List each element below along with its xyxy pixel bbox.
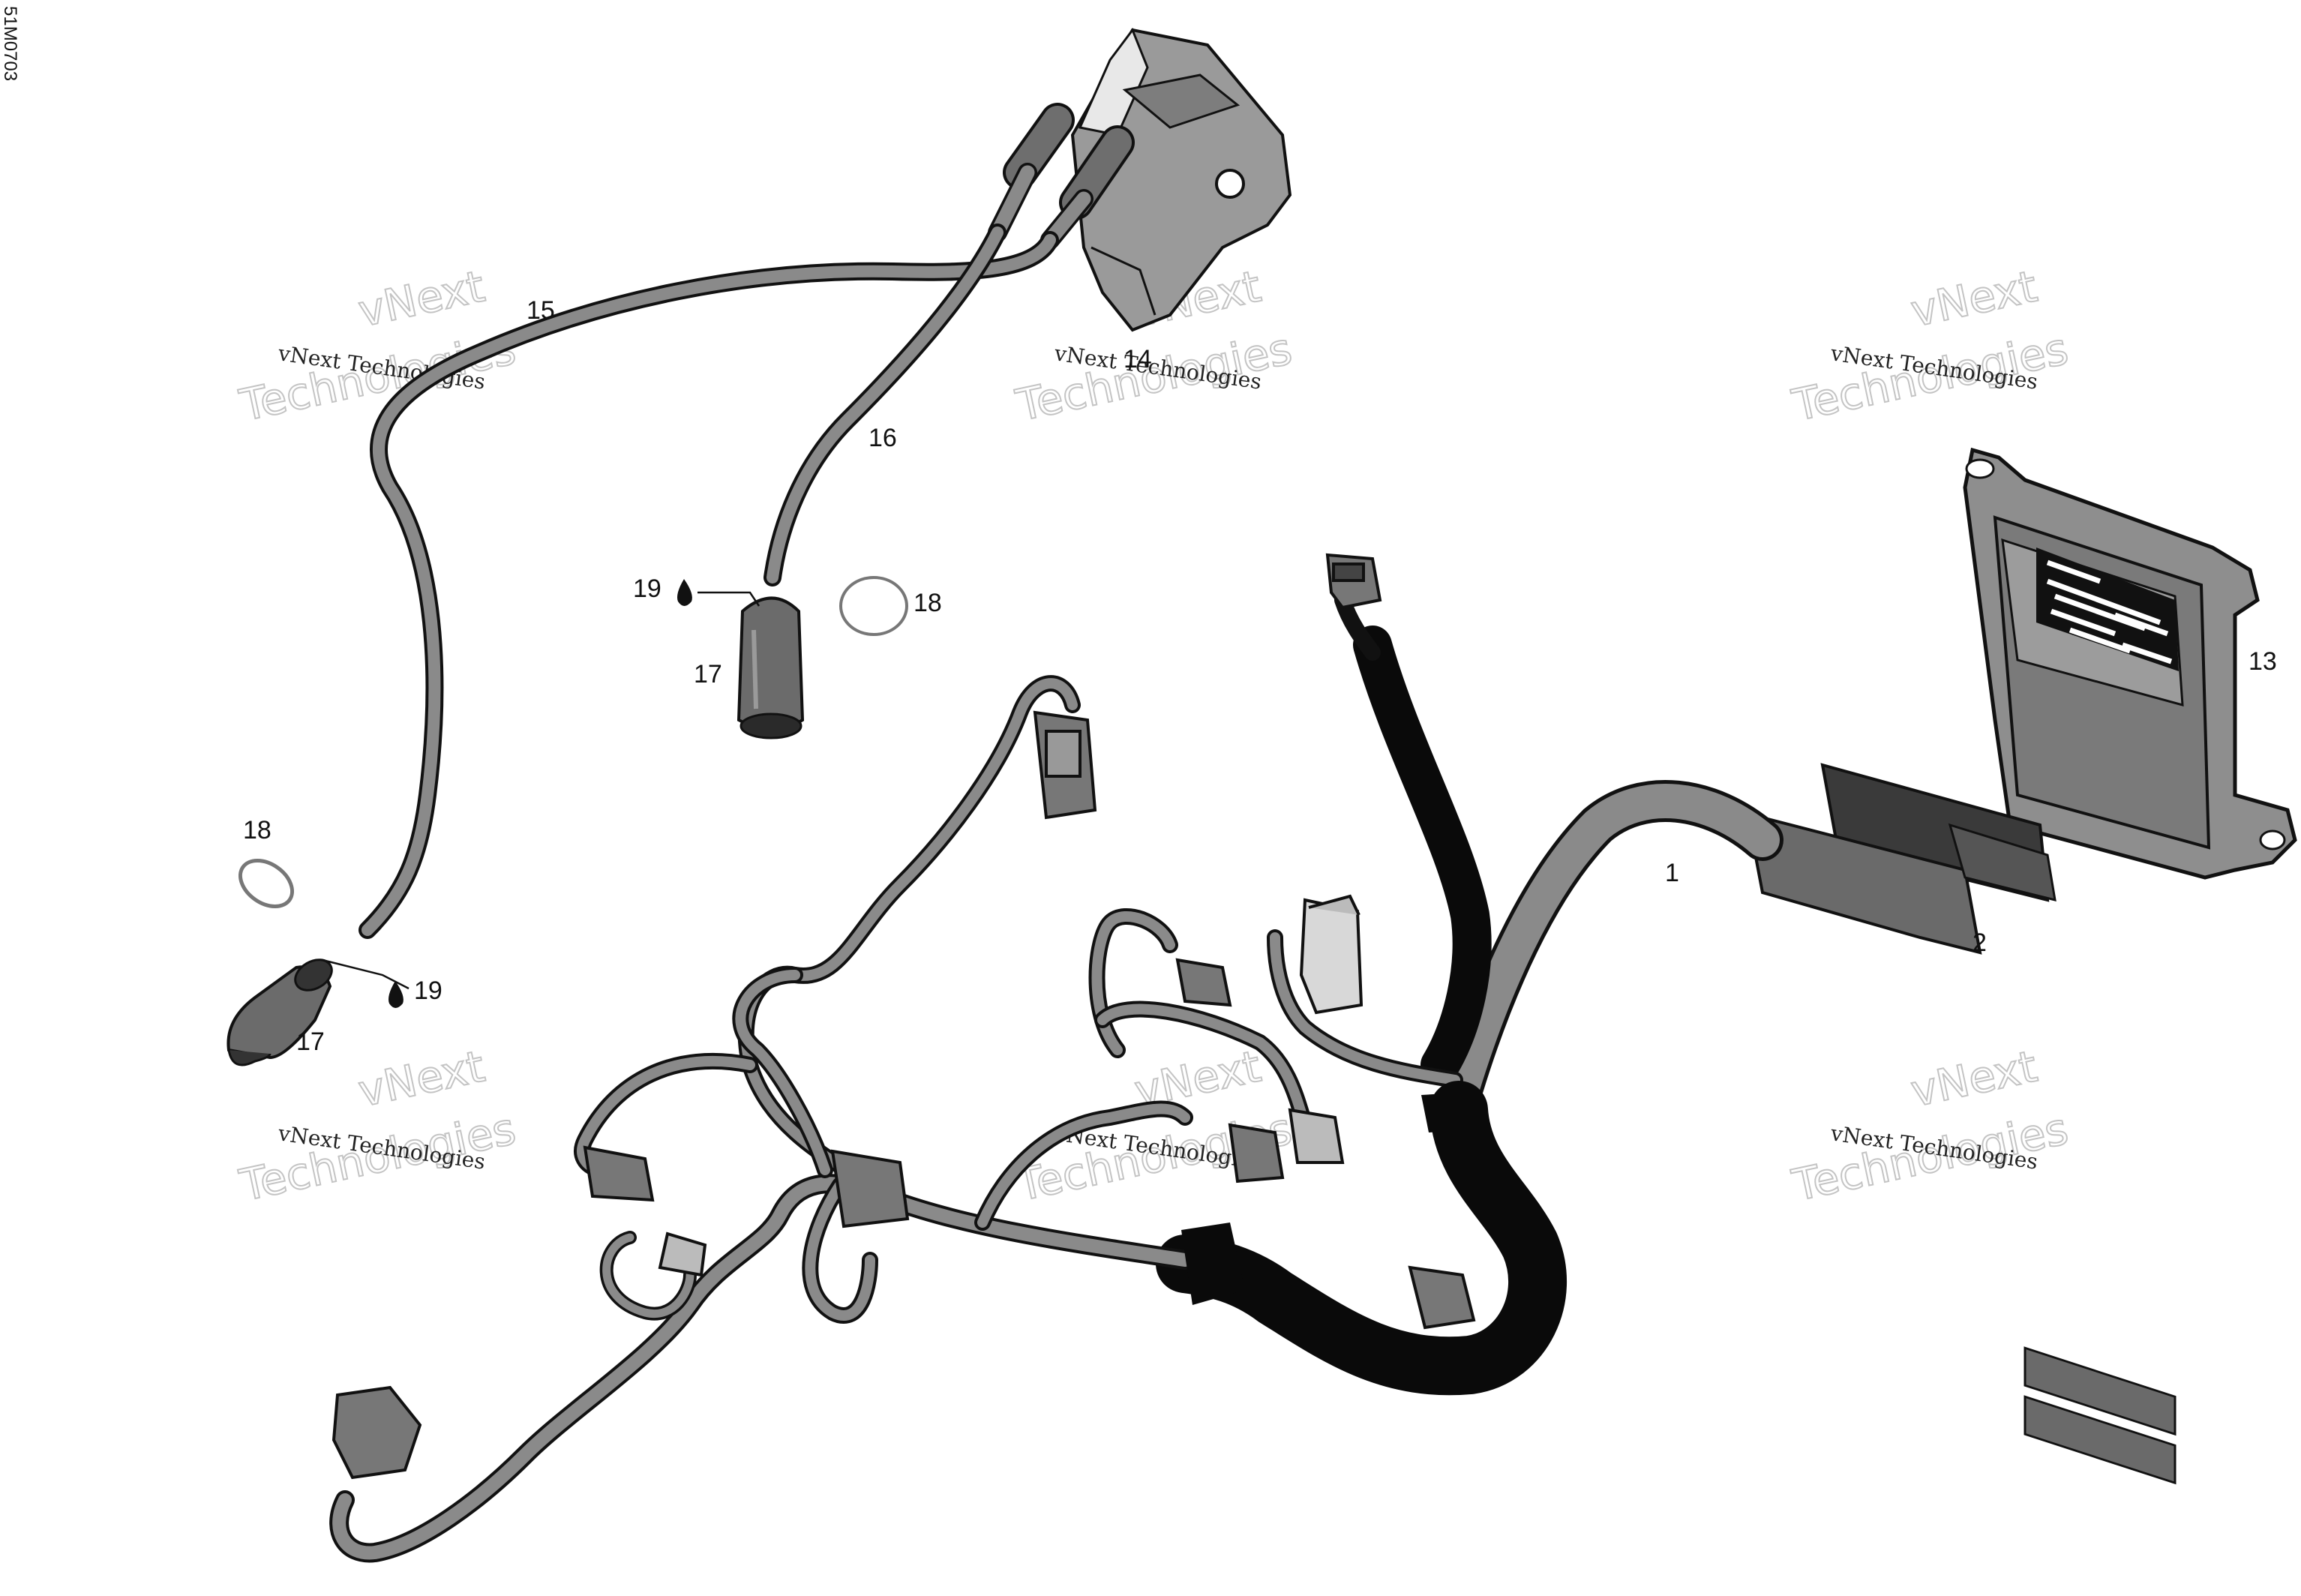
callout-16: 16 [868, 424, 897, 452]
connector-left-middle [583, 1145, 655, 1202]
connector-under-sleeve [1408, 1265, 1476, 1330]
svg-text:vNext: vNext [1906, 1040, 2042, 1117]
drawing-reference-number: 51M0703 [0, 6, 20, 81]
connector-top-black-branch [1325, 553, 1382, 610]
o-ring-upper [839, 576, 908, 636]
svg-text:vNext: vNext [354, 260, 489, 337]
grease-drop-icon-upper [677, 579, 692, 606]
callout-17-upper: 17 [694, 660, 722, 688]
high-tension-lead-16 [764, 224, 1006, 586]
callout-19-lower: 19 [414, 976, 442, 1005]
ht-lead-boots [988, 103, 1135, 250]
main-wiring-harness [329, 592, 1784, 1563]
connector-upper-gray [1033, 710, 1097, 820]
harness-connectors [332, 553, 1476, 1480]
watermark-4: vNext Technologies vNext Technologies [235, 1040, 521, 1211]
leader-lines [322, 591, 760, 990]
callout-14: 14 [1124, 345, 1152, 374]
ignition-coil [1070, 27, 1292, 332]
connector-center-pair [1175, 958, 1345, 1184]
callout-18-upper: 18 [914, 589, 942, 617]
ecm-connector [1745, 763, 2056, 955]
callout-labels: 1 2 13 14 15 16 17 17 18 18 19 19 [243, 296, 2277, 1056]
sleeve-ends [1181, 1091, 1489, 1305]
watermark-6: vNext Technologies vNext Technologies [1787, 1040, 2074, 1211]
watermark-3: vNext Technologies vNext Technologies [1787, 260, 2074, 431]
svg-text:vNext: vNext [354, 1040, 489, 1117]
callout-18-lower: 18 [243, 816, 272, 844]
spark-plug-cap-lower [226, 958, 333, 1066]
grease-drop-icon-lower [388, 981, 404, 1008]
callout-17-lower: 17 [296, 1028, 325, 1056]
connector-lower-sensor [658, 1232, 707, 1277]
watermarks: vNext Technologies vNext Technologies vN… [235, 260, 2074, 1211]
connector-white-sensor [1299, 894, 1364, 1015]
connector-bottom-left [332, 1385, 422, 1480]
callout-2: 2 [1972, 928, 1987, 957]
connector-center-junction [830, 1149, 910, 1228]
svg-text:vNext: vNext [1906, 260, 2042, 337]
high-tension-lead-15 [358, 231, 1059, 939]
spark-plug-cap-upper [736, 596, 805, 740]
callout-19-upper: 19 [633, 574, 662, 603]
callout-15: 15 [526, 296, 555, 325]
watermark-5: vNext Technologies vNext Technologies [1011, 1040, 1298, 1211]
callout-13: 13 [2248, 647, 2277, 676]
callout-1: 1 [1665, 859, 1679, 887]
o-ring-lower [238, 859, 295, 908]
engine-control-module [1963, 447, 2297, 1485]
